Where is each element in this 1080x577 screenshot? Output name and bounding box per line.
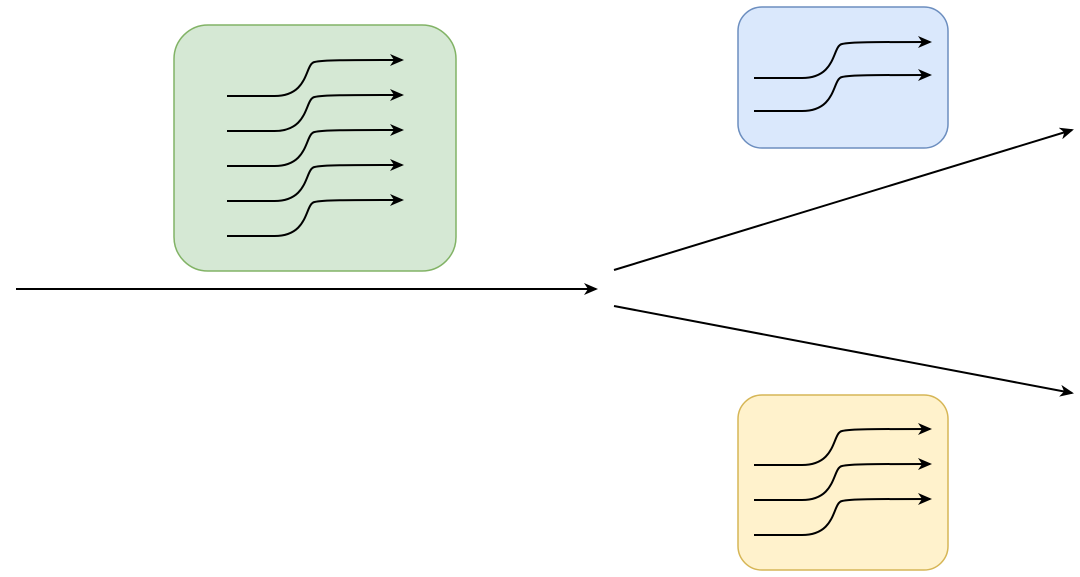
flow-arrow — [227, 54, 404, 97]
blue-box-flows — [754, 36, 932, 112]
flow-arrow — [754, 69, 932, 112]
green-box-flows — [227, 54, 404, 237]
flow-arrow — [754, 36, 932, 79]
flow-arrow — [227, 124, 404, 167]
flow-arrow — [754, 423, 932, 466]
flow-arrow — [227, 89, 404, 132]
yellow-box-flows — [754, 423, 932, 536]
flow-arrow — [227, 194, 404, 237]
flow-arrow — [227, 159, 404, 202]
lower-output-arrow — [613, 305, 1074, 397]
flow-arrow — [754, 493, 932, 536]
flow-arrow — [754, 458, 932, 501]
yellow-box — [737, 394, 949, 571]
upper-output-arrow — [613, 127, 1074, 271]
green-box — [173, 24, 457, 272]
